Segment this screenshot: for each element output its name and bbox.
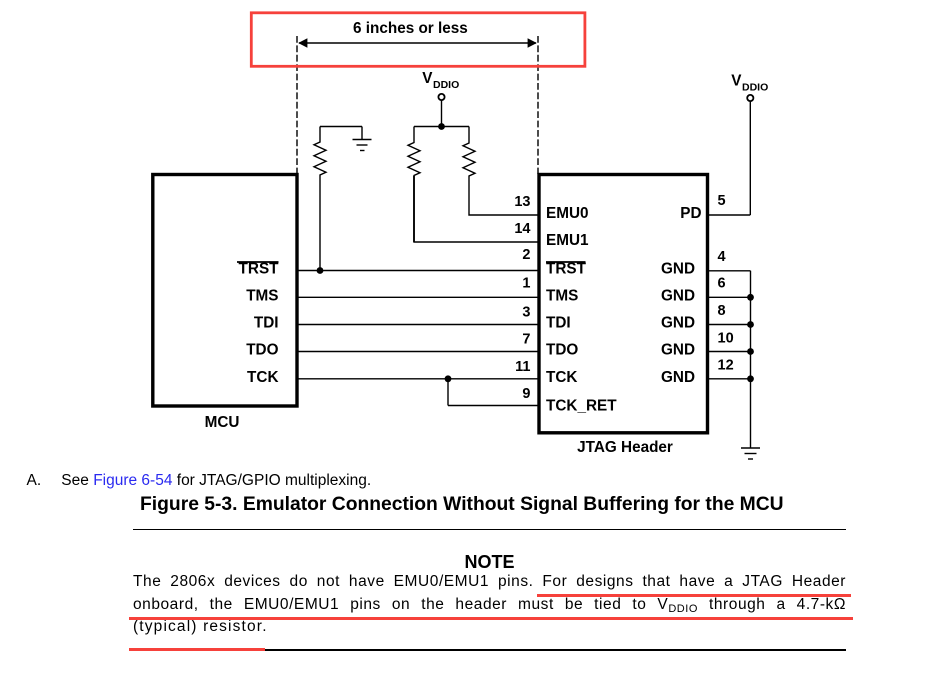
svg-text:EMU1: EMU1 xyxy=(546,232,589,249)
svg-text:GND: GND xyxy=(661,315,695,332)
svg-text:TDI: TDI xyxy=(254,315,279,332)
svg-text:6 inches or less: 6 inches or less xyxy=(353,20,468,37)
svg-text:TCK_RET: TCK_RET xyxy=(546,397,617,414)
svg-text:GND: GND xyxy=(661,369,695,386)
svg-text:GND: GND xyxy=(661,342,695,359)
svg-text:TMS: TMS xyxy=(546,288,578,305)
svg-text:V: V xyxy=(422,70,433,87)
svg-text:JTAG Header: JTAG Header xyxy=(577,439,673,456)
svg-text:V: V xyxy=(731,73,742,90)
svg-text:PD: PD xyxy=(680,205,701,222)
svg-text:TRST: TRST xyxy=(239,261,280,278)
svg-text:TDO: TDO xyxy=(246,342,278,359)
svg-text:8: 8 xyxy=(718,303,726,319)
svg-text:TMS: TMS xyxy=(246,288,278,305)
svg-text:9: 9 xyxy=(522,386,530,402)
svg-text:TRST: TRST xyxy=(546,261,587,278)
svg-text:DDIO: DDIO xyxy=(433,79,459,91)
svg-text:12: 12 xyxy=(718,357,734,373)
svg-text:EMU0: EMU0 xyxy=(546,205,589,222)
svg-text:2: 2 xyxy=(522,247,530,263)
svg-text:10: 10 xyxy=(718,330,734,346)
svg-text:11: 11 xyxy=(515,359,530,375)
svg-text:13: 13 xyxy=(514,194,530,210)
svg-text:7: 7 xyxy=(522,331,530,347)
svg-text:3: 3 xyxy=(522,305,530,321)
svg-text:DDIO: DDIO xyxy=(742,82,768,94)
svg-text:4: 4 xyxy=(718,249,726,265)
svg-text:TCK: TCK xyxy=(546,369,577,386)
svg-text:14: 14 xyxy=(514,221,530,237)
svg-text:5: 5 xyxy=(718,193,726,209)
svg-text:6: 6 xyxy=(718,276,726,292)
svg-text:TDI: TDI xyxy=(546,315,571,332)
svg-text:TDO: TDO xyxy=(546,342,578,359)
svg-text:MCU: MCU xyxy=(205,414,240,431)
svg-text:1: 1 xyxy=(522,276,530,292)
svg-text:TCK: TCK xyxy=(247,369,278,386)
svg-text:GND: GND xyxy=(661,288,695,305)
svg-text:GND: GND xyxy=(661,261,695,278)
